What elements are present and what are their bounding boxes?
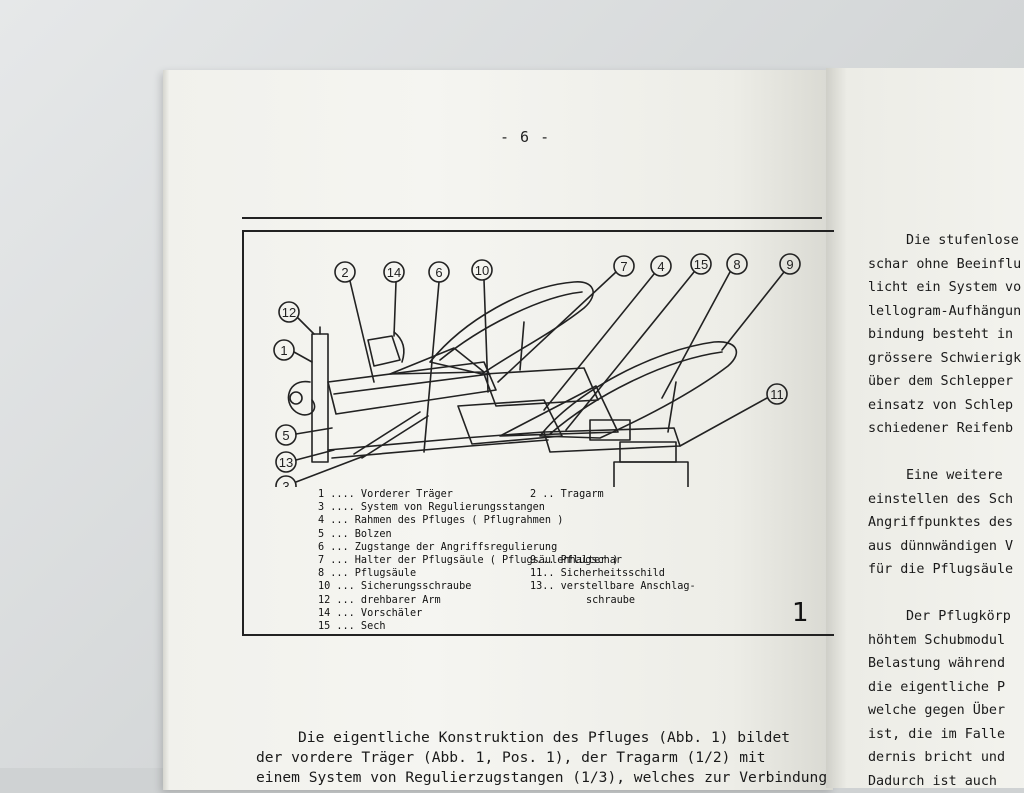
callout-label-1: 1 [280, 343, 287, 358]
body-right-line: schar ohne Beeinflu [868, 253, 1021, 277]
mouldboard-2-shape [540, 342, 736, 438]
body-right-line: schiedener Reifenb [868, 417, 1021, 441]
callout-label-15: 15 [694, 257, 708, 272]
callout-label-14: 14 [387, 265, 401, 280]
body-right-line: höhtem Schubmodul [868, 629, 1021, 653]
body-right-line: Belastung während [868, 652, 1021, 676]
callout-label-4: 4 [657, 259, 664, 274]
body-right-line: welche gegen Über [868, 699, 1021, 723]
body-right-line: die eigentliche P [868, 676, 1021, 700]
body-right-line: dernis bricht und [868, 746, 1021, 770]
plough-diagram: 12 1 2 14 6 10 7 4 15 8 9 11 5 13 3 [244, 232, 834, 487]
safety-shield-shape [620, 442, 676, 462]
callout-label-13: 12 [282, 305, 296, 320]
body-left-line-1: Die eigentliche Konstruktion des Pfluges… [256, 728, 827, 748]
body-right-line: grössere Schwierigk [868, 347, 1021, 371]
carrying-arm-shape [328, 362, 496, 414]
body-right-line: lellogram-Aufhängun [868, 300, 1021, 324]
body-right-line: licht ein System vo [868, 276, 1021, 300]
body-left-line-3: einem System von Regulierzugstangen (1/3… [256, 768, 827, 788]
callout-label-3: 3 [282, 479, 289, 487]
body-right-line: über dem Schlepper [868, 370, 1021, 394]
body-left-line-2: der vordere Träger (Abb. 1, Pos. 1), der… [256, 748, 827, 768]
legend-item-15: 15 ... Sech [318, 620, 619, 633]
legend-item-13-cont: schraube [530, 594, 696, 607]
callout-label-12: 13 [279, 455, 293, 470]
callout-label-6: 6 [435, 265, 442, 280]
callout-label-8: 8 [733, 257, 740, 272]
body-right-line: Der Pflugkörp [868, 605, 1021, 629]
body-right-line: bindung besteht in [868, 323, 1021, 347]
callout-label-10: 10 [475, 263, 489, 278]
callout-label-7: 7 [620, 259, 627, 274]
body-text-left: Die eigentliche Konstruktion des Pfluges… [256, 728, 827, 788]
legend-item-11: 11.. Sicherheitsschild [530, 567, 696, 580]
figure-number: 1 [792, 598, 809, 628]
mouldboard-1-shape [430, 282, 593, 374]
callout-label-9: 9 [786, 257, 793, 272]
body-right-line: einsatz von Schlep [868, 394, 1021, 418]
figure-legend-right: 2 .. Tragarm 9... Pflugschar 11.. Sicher… [530, 488, 696, 607]
legend-item-2: 2 .. Tragarm [530, 488, 696, 501]
body-right-line: für die Pflugsäule [868, 558, 1021, 582]
body-right-line: Die stufenlose [868, 229, 1021, 253]
body-text-right: Die stufenlose schar ohne Beeinflu licht… [868, 229, 1021, 793]
legend-item-13: 13.. verstellbare Anschlag- [530, 580, 696, 593]
body-right-line: aus dünnwändigen V [868, 535, 1021, 559]
page-number: - 6 - [500, 128, 550, 146]
legend-item-14: 14 ... Vorschäler [318, 607, 619, 620]
body-right-line: Dadurch ist auch [868, 770, 1021, 793]
body-right-line: Eine weitere [868, 464, 1021, 488]
body-right-line: ist, die im Falle [868, 723, 1021, 747]
callout-label-5: 5 [282, 428, 289, 443]
body-right-line: Angriffpunktes des [868, 511, 1021, 535]
body-right-line: einstellen des Sch [868, 488, 1021, 512]
front-carrier-shape [312, 334, 328, 462]
figure-frame-top-line [242, 217, 822, 219]
callout-label-11: 11 [770, 387, 784, 402]
callout-label-2: 2 [341, 265, 348, 280]
legend-item-9: 9... Pflugschar [530, 554, 696, 567]
